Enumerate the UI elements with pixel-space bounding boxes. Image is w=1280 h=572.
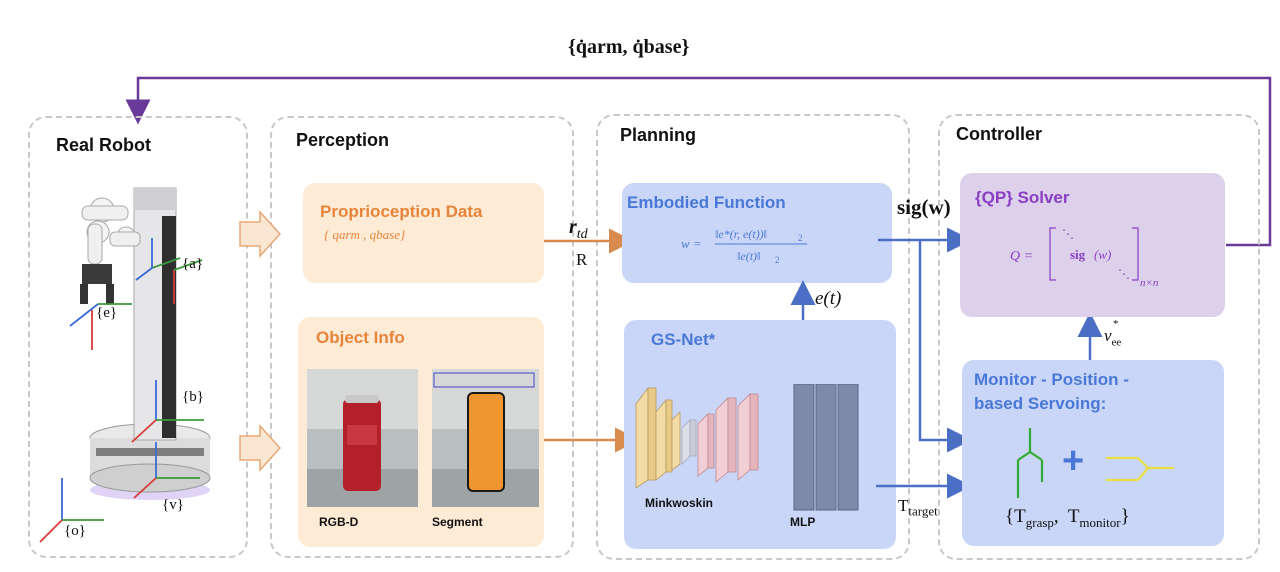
r-td-label: rtd [569,216,588,243]
robot-to-perception-arrows [239,210,282,472]
t-target-label: Ttarget [898,496,938,519]
v-ee-text: v [1104,326,1112,345]
frame-b-label: {b} [182,389,204,405]
svg-text:2: 2 [775,255,780,265]
frame-a-label: {a} [182,256,204,272]
svg-text:w =: w = [681,236,702,251]
feedback-label: {q̇arm, q̇base} [568,36,690,58]
rgbd-image [307,369,418,507]
svg-text:n×n: n×n [1140,277,1159,289]
segment-label: Segment [432,515,483,529]
qp-solver-box [960,173,1225,317]
mlp-label: MLP [790,515,816,529]
svg-text:‖e*(r, e(t))‖: ‖e*(r, e(t))‖ [715,227,767,241]
monitor-title-2: based Servoing: [974,394,1107,413]
frame-v-label: {v} [162,497,184,513]
sig-w-label: sig(w) [897,195,951,219]
controller-title: Controller [956,124,1043,144]
minkowski-network-icon [635,386,759,489]
qp-formula: Q = ⋱ sig (w) ⋱ n×n [1010,227,1159,289]
frame-e-label: {e} [96,305,118,321]
r-td-text: r [569,216,577,238]
grasp-monitor-text: {Tgrasp, Tmonitor} [1005,506,1130,530]
v-ee-label: v*ee [1104,318,1122,349]
minkowski-label: Minkwoskin [645,496,714,510]
grasp-monitor-label: {Tgrasp, Tmonitor} [1005,506,1130,531]
gsnet-title: GS-Net* [651,330,716,349]
svg-text:⋱: ⋱ [1118,267,1130,281]
monitor-title-1: Monitor - Position - [974,370,1129,389]
embodied-formula: w = ‖e*(r, e(t))‖ 2 ‖e(t)‖ 2 [681,227,807,265]
e-t-label: e(t) [815,288,842,309]
proprioception-title: Proprioception Data [320,202,483,221]
mlp-icon [793,384,859,511]
svg-text:⋱: ⋱ [1062,227,1074,241]
t-target-sub: target [908,503,938,519]
robot-illustration [39,187,211,543]
planning-title: Planning [620,125,696,145]
real-robot-title: Real Robot [56,135,152,155]
qp-solver-title: {QP} Solver [975,188,1070,207]
svg-text:(w): (w) [1094,247,1111,262]
svg-text:Q =: Q = [1010,249,1033,264]
svg-text:sig: sig [1070,247,1086,262]
object-info-title: Object Info [316,328,405,347]
segment-image [432,369,539,507]
monitor-box [962,360,1224,546]
proprioception-subtitle: { qarm , qbase} [324,227,406,242]
controller-panel [938,114,1260,560]
frame-o-label: {o} [64,523,86,539]
perception-title: Perception [296,130,390,150]
embodied-function-box [622,183,892,283]
proprioception-box [303,183,544,283]
r-td-sub: td [576,227,588,242]
embodied-function-title: Embodied Function [627,193,786,212]
plus-sign: + [1062,440,1085,482]
svg-text:2: 2 [798,233,803,243]
R-label: R [576,250,588,269]
t-target-text: T [898,496,909,515]
monitor-gripper-icon [1106,456,1174,482]
planning-panel [596,114,910,560]
perception-panel [270,116,574,558]
svg-text:‖e(t)‖: ‖e(t)‖ [737,249,760,263]
real-robot-panel [28,116,248,558]
grasp-icon [1016,428,1044,498]
rgbd-label: RGB-D [319,515,359,529]
